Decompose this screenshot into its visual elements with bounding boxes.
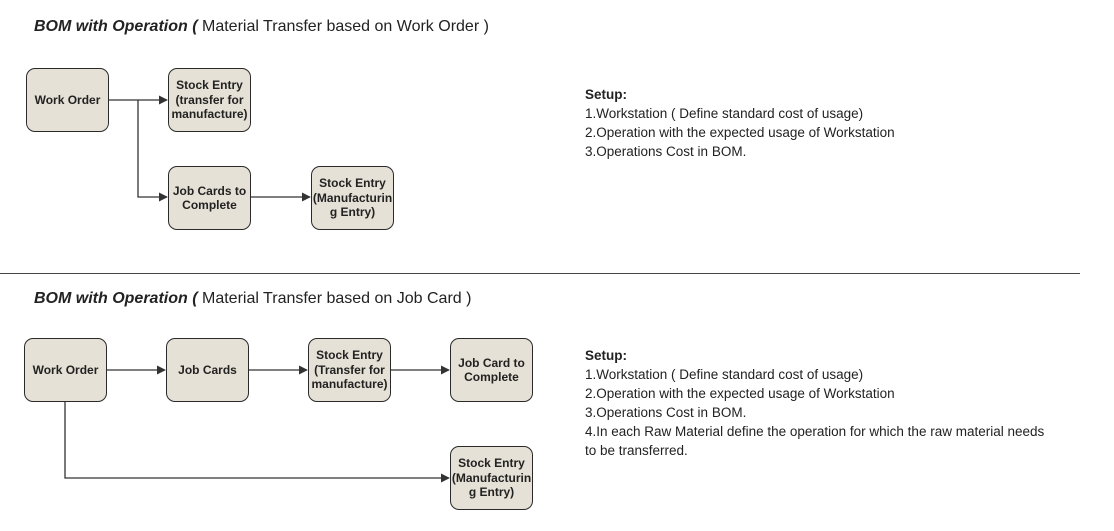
section-2-title: BOM with Operation ( Material Transfer b… bbox=[34, 290, 471, 308]
setup-item: 1.Workstation ( Define standard cost of … bbox=[585, 106, 864, 121]
section-1-setup-heading: Setup: bbox=[585, 87, 627, 102]
section-1-setup-list: 1.Workstation ( Define standard cost of … bbox=[585, 104, 895, 161]
node2-stock-entry-transfer: Stock Entry (Transfer for manufacture) bbox=[308, 338, 391, 402]
setup-item: 2.Operation with the expected usage of W… bbox=[585, 125, 895, 140]
section-divider bbox=[0, 273, 1080, 274]
setup-item: 3.Operations Cost in BOM. bbox=[585, 405, 747, 420]
node-stock-entry-transfer: Stock Entry (transfer for manufacture) bbox=[168, 68, 251, 132]
section-1-title-rest: Material Transfer based on Work Order ) bbox=[197, 18, 489, 35]
section-2-setup: Setup: 1.Workstation ( Define standard c… bbox=[585, 346, 1085, 460]
setup-item: 2.Operation with the expected usage of W… bbox=[585, 386, 895, 401]
section-1-setup: Setup: 1.Workstation ( Define standard c… bbox=[585, 85, 895, 161]
section-2-setup-list: 1.Workstation ( Define standard cost of … bbox=[585, 365, 1085, 460]
node2-stock-entry-manufacturing-label: Stock Entry (Manufacturin g Entry) bbox=[451, 456, 532, 500]
edge-wo-to-job-cards bbox=[137, 100, 168, 202]
edge2-wo-to-stock-manuf bbox=[64, 401, 450, 483]
node2-job-card-complete-label: Job Card to Complete bbox=[458, 355, 525, 385]
node2-job-cards: Job Cards bbox=[166, 338, 249, 402]
node-stock-entry-manufacturing: Stock Entry (Manufacturin g Entry) bbox=[311, 166, 394, 230]
setup-item: 3.Operations Cost in BOM. bbox=[585, 144, 747, 159]
node-work-order: Work Order bbox=[26, 68, 109, 132]
node-work-order-label: Work Order bbox=[34, 92, 101, 107]
node-stock-entry-manufacturing-label: Stock Entry (Manufacturin g Entry) bbox=[312, 176, 393, 220]
node2-job-card-complete: Job Card to Complete bbox=[450, 338, 533, 402]
setup-item: 1.Workstation ( Define standard cost of … bbox=[585, 367, 864, 382]
section-1-title: BOM with Operation ( Material Transfer b… bbox=[34, 18, 489, 36]
section-2-title-bold: BOM with Operation ( bbox=[34, 290, 198, 307]
node-job-cards: Job Cards to Complete bbox=[168, 166, 251, 230]
section-2-title-rest: Material Transfer based on Job Card ) bbox=[197, 290, 472, 307]
node-stock-entry-transfer-label: Stock Entry (transfer for manufacture) bbox=[171, 78, 248, 122]
section-1-title-bold: BOM with Operation ( bbox=[34, 18, 198, 35]
node2-work-order-label: Work Order bbox=[32, 362, 99, 377]
node2-stock-entry-transfer-label: Stock Entry (Transfer for manufacture) bbox=[311, 348, 388, 392]
setup-item: 4.In each Raw Material define the operat… bbox=[585, 424, 1045, 458]
node2-stock-entry-manufacturing: Stock Entry (Manufacturin g Entry) bbox=[450, 446, 533, 510]
node-job-cards-label: Job Cards to Complete bbox=[172, 183, 247, 213]
section-2-setup-heading: Setup: bbox=[585, 348, 627, 363]
node2-work-order: Work Order bbox=[24, 338, 107, 402]
node2-job-cards-label: Job Cards bbox=[178, 362, 237, 377]
